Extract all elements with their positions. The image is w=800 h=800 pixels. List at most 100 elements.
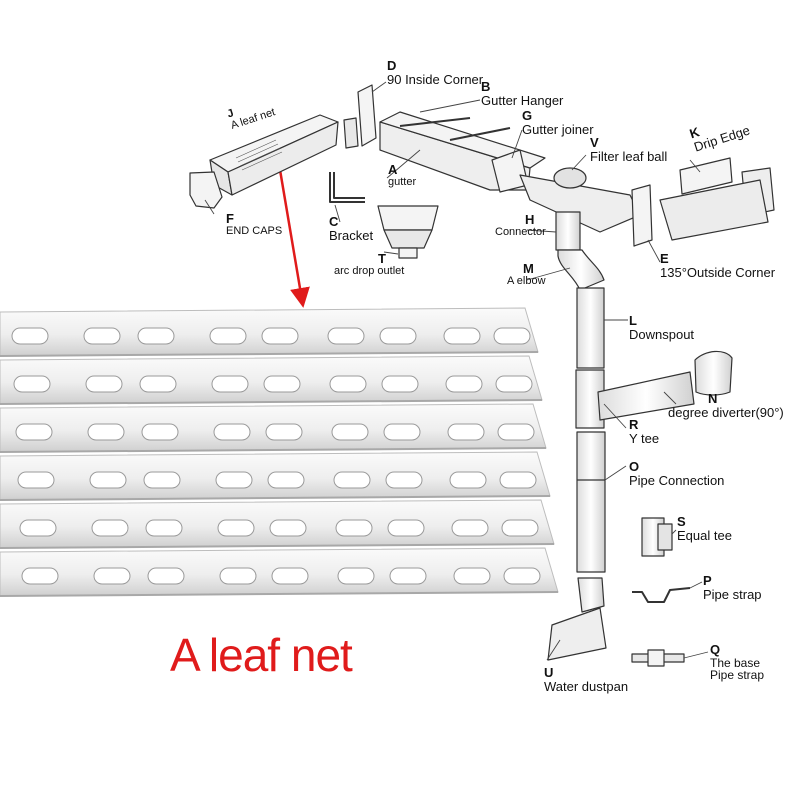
leaf-net-slot [21,567,59,585]
part-name: Bracket [329,227,374,243]
leaf-net-slot [83,327,121,345]
part-letter: N [708,391,718,406]
leaf-net-slot [445,375,483,393]
leaf-net-slot [13,375,51,393]
label-elbow: M A elbow [507,262,546,287]
leaf-net-slot [213,423,251,441]
part-letter: B [481,79,491,94]
leaf-net-slot [147,567,185,585]
label-gutter-joiner: G Gutter joiner [522,109,594,136]
part-name: Y tee [629,430,660,446]
label-filter-leaf-ball: V Filter leaf ball [590,136,667,163]
leaf-net-slot [337,567,375,585]
part-name: Gutter Hanger [481,92,564,108]
part-letter: T [378,251,386,266]
leaf-net-slot [449,471,487,489]
leaf-net-slot [19,519,57,537]
inside-corner-part [357,84,377,147]
leaf-net-slot [385,471,423,489]
leaf-net-slot [379,327,417,345]
drip-edge-part [679,157,733,195]
downspout-part [576,287,605,369]
leaf-net-slot [447,423,485,441]
part-letter: V [590,135,599,150]
leaf-net-slot [271,567,309,585]
leaf-net-slot [93,567,131,585]
part-name: 135°Outside Corner [660,264,776,280]
part-letter: D [387,58,397,73]
leaf-net-slot [501,519,539,537]
leaf-net-slot [493,327,531,345]
leaf-net-slot [211,375,249,393]
leaf-net-slot [145,519,183,537]
small-leaf-net-gutter [209,114,339,196]
label-downspout: L Downspout [629,314,694,341]
part-name: Water dustpan [544,678,629,694]
leaf-net-slot [85,375,123,393]
leaf-net-slot [17,471,55,489]
part-name: Pipe Connection [629,472,725,488]
arc-drop-outlet-part [377,205,439,259]
label-inside-corner: D 90 Inside Corner [387,59,483,86]
elbow-part [557,249,605,291]
equal-tee-part [641,517,673,557]
leaf-net-slot [495,375,533,393]
filter-gutter-part [519,167,641,233]
part-letter: R [629,417,639,432]
leaf-net-slot [327,327,365,345]
leaf-net-arrow [276,157,310,308]
leader-lines [204,81,709,661]
leaf-net-slot [383,423,421,441]
leaf-net-slot [263,375,301,393]
leaf-net-slot [87,423,125,441]
label-diverter: N degree diverter(90°) [668,392,784,419]
leaf-net-slot [497,423,535,441]
part-letter: O [629,459,640,474]
label-gutter: A gutter [388,163,416,188]
part-name: A elbow [507,274,546,287]
leaf-net-slot [269,519,307,537]
leaf-net-slot [381,375,419,393]
leaf-net-slot [329,375,367,393]
part-letter: S [677,514,686,529]
part-letter: G [522,108,533,123]
part-letter: Q [710,642,721,657]
part-name: arc drop outlet [334,264,405,277]
outside-corner-part [631,184,653,247]
label-equal-tee: S Equal tee [677,515,732,542]
part-letter: M [523,261,534,276]
bracket-part [329,172,365,203]
end-cap-part [189,171,223,209]
leaf-net-rail-edge [0,351,539,357]
label-bracket: C Bracket [329,215,373,242]
part-name: Pipe strap [703,586,762,602]
label-arc-drop-outlet: T arc drop outlet [334,252,404,277]
part-name: The base Pipe strap [710,655,765,683]
label-outside-corner: E 135°Outside Corner [660,252,775,279]
label-y-tee: R Y tee [629,418,659,445]
label-end-caps: F END CAPS [226,212,282,237]
label-pipe-connection: O Pipe Connection [629,460,724,487]
leaf-net-rail-edge [0,399,543,405]
leaf-net-slot [503,567,541,585]
part-name: Downspout [629,326,695,342]
part-letter: E [660,251,669,266]
leaf-net-rail-edge [0,447,547,453]
leaf-net-slot [141,423,179,441]
leaf-net-rail-edge [0,543,555,549]
leaf-net-slot [261,327,299,345]
leaf-net-slot [15,423,53,441]
part-letter: C [329,214,339,229]
part-letter: A [388,162,398,177]
leaf-net-slot [453,567,491,585]
leaf-net-slot [331,423,369,441]
label-connector: H Connector [495,213,546,238]
part-letter: F [226,211,234,226]
pipe-strap-part [632,587,691,603]
leaf-net-slot [217,519,255,537]
leaf-net-slot [215,471,253,489]
leaf-net-title: A leaf net [170,629,353,681]
label-pipe-strap: P Pipe strap [703,574,762,601]
leaf-net-slot [267,471,305,489]
